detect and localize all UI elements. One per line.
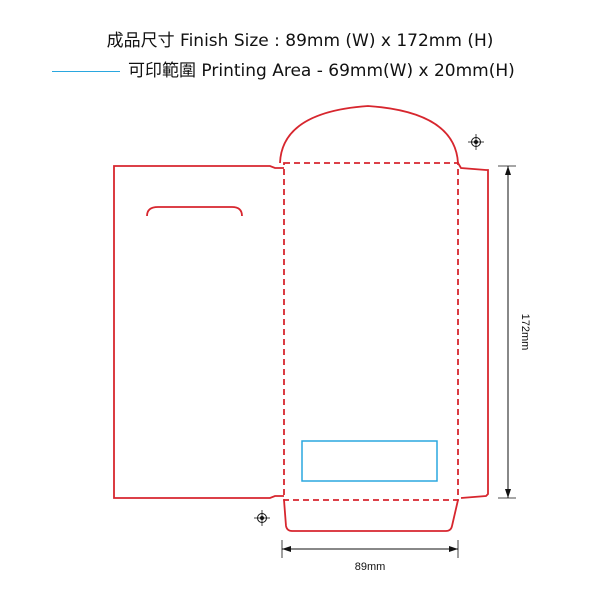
right-flap-outline [457, 162, 489, 499]
registration-mark-top-right [468, 134, 484, 150]
bottom-flap-outline [283, 499, 459, 532]
printing-area-text: 可印範圍 Printing Area - 69mm(W) x 20mm(H) [128, 61, 515, 81]
handle-cutout [146, 206, 243, 217]
printing-area-legend-line [52, 70, 120, 72]
registration-mark-bottom-left [254, 510, 270, 526]
height-dimension-label: 172mm [519, 314, 531, 351]
printing-area-box [301, 440, 438, 482]
left-flap-outline [113, 165, 284, 499]
width-dimension-label: 89mm [355, 561, 386, 573]
top-flap-arc [279, 105, 459, 164]
width-dimension [281, 540, 459, 558]
finish-size-title: 成品尺寸 Finish Size : 89mm (W) x 172mm (H) [106, 31, 494, 51]
printing-area-legend: 可印範圍 Printing Area - 69mm(W) x 20mm(H) [52, 56, 515, 81]
fold-lines [283, 162, 459, 501]
height-dimension [498, 165, 516, 499]
